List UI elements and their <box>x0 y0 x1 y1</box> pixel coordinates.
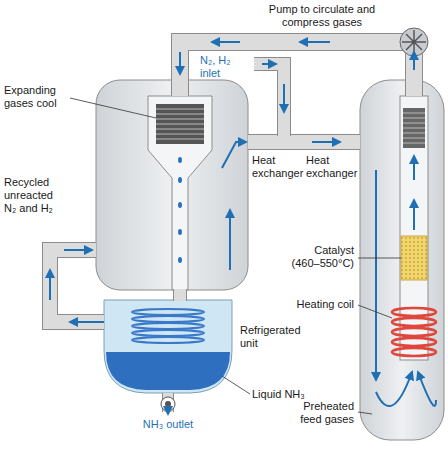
callout-label: Refrigerated unit <box>240 324 298 350</box>
refrigerated-unit <box>106 352 230 390</box>
pipework <box>248 134 360 150</box>
ammonia-droplets <box>178 202 182 208</box>
callout-label: Preheated feed gases <box>288 400 354 426</box>
flow-arrows <box>283 84 285 112</box>
pipework <box>174 289 186 301</box>
outlet-valve <box>161 397 175 411</box>
heat-exchanger-coil <box>156 104 204 144</box>
catalyst-bed <box>401 236 427 280</box>
callout-label: Heating coil <box>288 298 354 311</box>
heat-exchanger-coil <box>156 109 204 139</box>
catalyst-bed <box>401 236 427 280</box>
pipework <box>173 289 187 301</box>
callout-label: N₂, H₂ inlet <box>200 54 250 80</box>
ammonia-droplets <box>178 229 182 235</box>
pump-symbol <box>402 30 426 54</box>
callout-label: Expanding gases cool <box>4 84 68 110</box>
flow-arrows <box>179 52 181 74</box>
pipework <box>254 64 284 136</box>
heating-coil <box>392 308 436 356</box>
callout-label: Heat exchanger <box>306 154 358 180</box>
reactor-vessel <box>360 80 444 440</box>
refrigerated-unit <box>104 300 232 393</box>
flow-arrows <box>300 41 330 43</box>
flow-arrows <box>375 170 377 380</box>
callout-label: Heat exchanger <box>252 154 304 180</box>
pipework <box>248 135 360 149</box>
callout-label: Catalyst (460–550°C) <box>286 244 354 270</box>
ammonia-droplets <box>178 177 182 183</box>
callout-label: Liquid NH₃ <box>252 388 312 401</box>
expansion-vessel <box>148 96 212 290</box>
pipework <box>180 42 414 96</box>
callout-label: NH₃ outlet <box>118 418 218 431</box>
leader-lines <box>358 258 401 259</box>
heating-coil <box>392 328 436 336</box>
refrigerated-unit <box>132 330 204 336</box>
flow-arrows <box>70 321 104 323</box>
flow-arrows <box>312 141 340 143</box>
heating-coil <box>392 348 436 356</box>
ammonia-droplets <box>178 157 182 263</box>
heating-coil <box>392 318 436 326</box>
refrigerated-unit <box>132 323 204 329</box>
flow-arrows <box>262 63 276 65</box>
leader-lines <box>222 376 250 394</box>
ammonia-droplets <box>178 157 182 163</box>
pipework <box>50 250 104 322</box>
flow-arrows <box>413 52 415 70</box>
pipework <box>50 42 414 412</box>
pump-symbol <box>400 28 428 56</box>
flow-arrows <box>212 41 240 43</box>
callout-label: Recycled unreacted N₂ and H₂ <box>4 176 66 215</box>
heat-exchanger-coil <box>156 104 204 144</box>
flow-arrows <box>418 372 436 406</box>
flow-arrows <box>64 249 92 251</box>
outlet-valve <box>161 397 175 411</box>
heating-coil <box>392 308 436 316</box>
refrigerated-unit <box>132 309 204 343</box>
flow-arrows <box>49 270 51 300</box>
pipework <box>254 64 284 136</box>
flow-arrows <box>413 200 415 230</box>
refrigerated-unit <box>132 309 204 315</box>
flow-arrows <box>167 412 169 414</box>
pipework <box>50 250 104 322</box>
refrigerated-unit <box>132 316 204 322</box>
leader-lines <box>70 98 156 118</box>
leader-lines <box>358 305 392 318</box>
reactor-vessel <box>400 96 428 360</box>
flow-arrows <box>229 210 231 270</box>
pipework <box>180 42 414 96</box>
expansion-vessel <box>96 80 248 290</box>
flow-arrows <box>413 156 415 180</box>
heating-coil <box>392 338 436 346</box>
reactor-vessel <box>403 113 425 143</box>
refrigerated-unit <box>104 300 232 393</box>
outlet-valve <box>165 401 171 407</box>
leader-lines <box>358 412 372 414</box>
callout-label: Pump to circulate and compress gases <box>262 3 382 29</box>
pipework <box>162 393 174 412</box>
reactor-vessel <box>360 80 444 440</box>
leader-lines <box>70 98 401 414</box>
pump-symbol <box>400 28 428 56</box>
flow-arrows <box>376 372 412 406</box>
refrigerated-unit <box>132 337 204 343</box>
reactor-vessel <box>403 108 425 148</box>
expansion-vessel <box>96 80 248 290</box>
flow-arrows <box>50 42 436 414</box>
flow-arrows <box>222 142 246 168</box>
ammonia-droplets <box>178 257 182 263</box>
